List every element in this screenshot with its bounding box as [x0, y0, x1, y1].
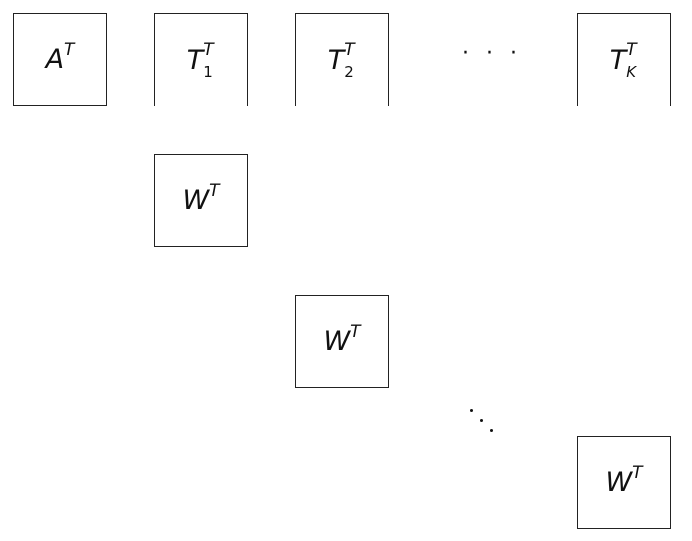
- base-symbol: W: [323, 326, 351, 357]
- block-w-transpose-2: WT: [295, 295, 389, 388]
- dot: [480, 419, 483, 422]
- subscript: 1: [203, 62, 213, 81]
- subscript: 2: [344, 62, 354, 81]
- superscript: T: [203, 39, 214, 60]
- block-w-transpose-1: WT: [154, 154, 248, 247]
- horizontal-ellipsis: · · ·: [462, 41, 522, 66]
- math-w-transpose: WT: [605, 465, 642, 498]
- superscript: T: [209, 181, 220, 201]
- superscript: T: [64, 40, 75, 60]
- block-w-transpose-k: WT: [577, 436, 671, 529]
- superscript: T: [350, 322, 361, 342]
- base-symbol: A: [45, 44, 65, 75]
- dot: [470, 409, 473, 412]
- base-symbol: W: [605, 467, 633, 498]
- diagonal-ellipsis: [468, 404, 502, 438]
- superscript: T: [632, 463, 643, 483]
- math-w-transpose: WT: [323, 324, 360, 357]
- math-a-transpose: AT: [45, 42, 75, 75]
- base-symbol: T: [327, 44, 345, 76]
- block-a-transpose: AT: [13, 13, 107, 106]
- base-symbol: W: [182, 185, 210, 216]
- base-symbol: T: [609, 44, 627, 76]
- base-symbol: T: [186, 44, 204, 76]
- math-w-transpose: WT: [182, 183, 219, 216]
- superscript: T: [344, 39, 355, 60]
- superscript: T: [626, 39, 637, 60]
- subscript: K: [626, 62, 637, 81]
- dot: [490, 429, 493, 432]
